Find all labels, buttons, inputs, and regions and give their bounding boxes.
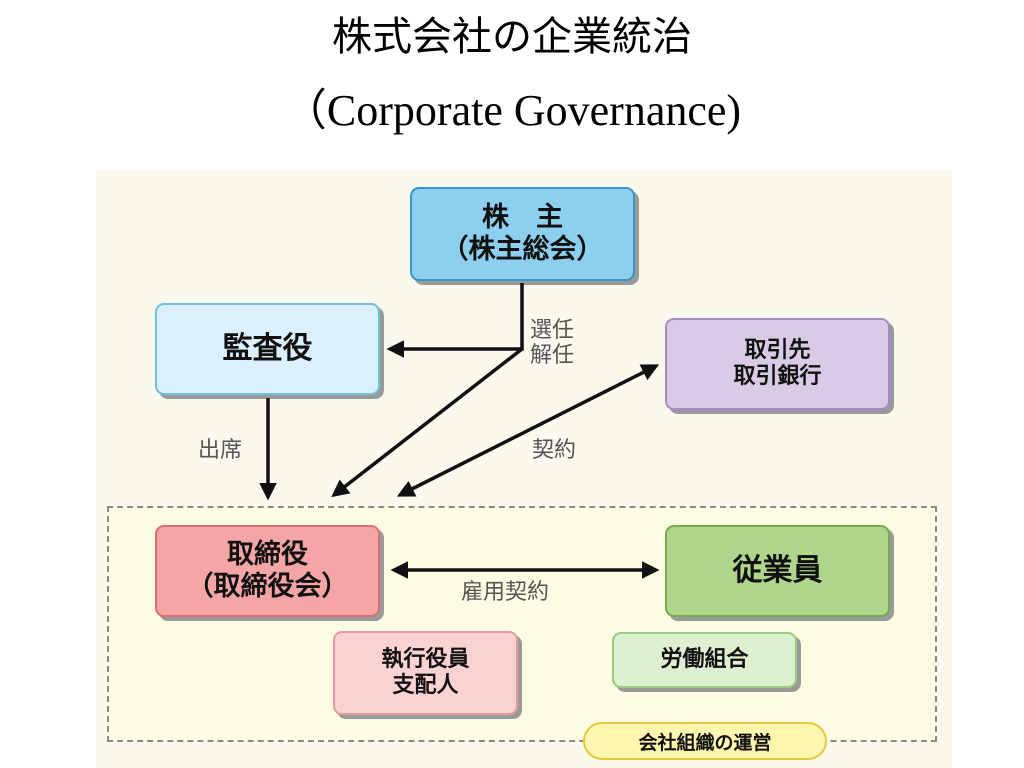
node-auditor: 監査役	[155, 303, 380, 395]
node-officers-line-2: 支配人	[392, 673, 459, 698]
page-title: 株式会社の企業統治	[332, 14, 692, 60]
node-employees-line-1: 従業員	[732, 553, 823, 588]
label-attend: 出席	[198, 438, 243, 463]
arrow-shareholders-to-directors	[331, 347, 524, 498]
label-employment-contract: 雇用契約	[461, 580, 550, 605]
arrow-shareholders-to-auditor	[386, 283, 524, 358]
node-shareholders-line-2: （株主総会）	[441, 234, 604, 265]
label-contract: 契約	[532, 438, 577, 463]
label-elect-dismiss: 選任 解任	[530, 318, 574, 369]
node-shareholders: 株 主 （株主総会）	[410, 187, 635, 281]
node-union-line-1: 労働組合	[660, 646, 749, 672]
label-elect: 選任	[530, 318, 575, 343]
node-officers-line-1: 執行役員	[381, 646, 470, 672]
node-labor-union: 労働組合	[612, 632, 797, 688]
node-directors: 取締役 （取締役会）	[155, 525, 380, 617]
footer-company-operation: 会社組織の運営	[583, 722, 827, 760]
node-shareholders-line-1: 株 主	[482, 201, 563, 233]
page-subtitle: （Corporate Governance)	[282, 86, 742, 135]
node-executive-officers: 執行役員 支配人	[333, 631, 518, 715]
node-employees: 従業員	[665, 525, 890, 617]
node-business-partners: 取引先 取引銀行	[665, 318, 890, 410]
node-auditor-line-1: 監査役	[222, 331, 313, 366]
node-directors-line-2: （取締役会）	[186, 571, 349, 602]
node-directors-line-1: 取締役	[227, 538, 308, 570]
label-dismiss: 解任	[530, 343, 575, 369]
node-partners-line-1: 取引先	[744, 337, 811, 363]
node-partners-line-2: 取引銀行	[733, 364, 822, 389]
arrow-contract-partners	[396, 364, 660, 497]
